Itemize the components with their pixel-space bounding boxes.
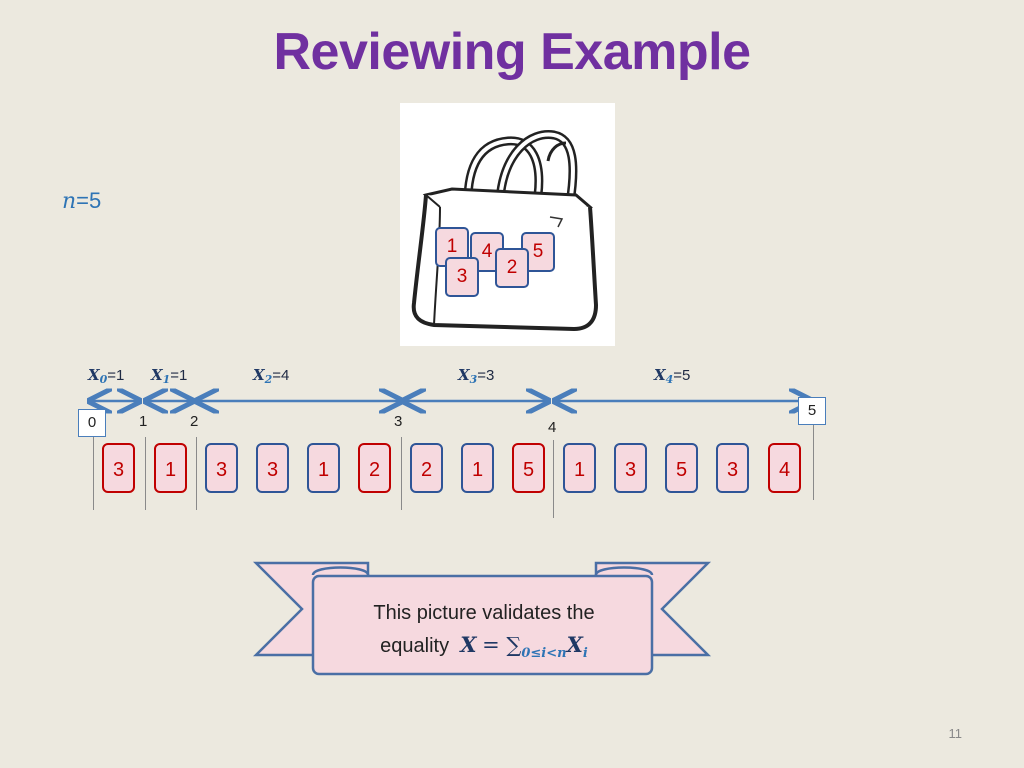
sequence-card: 5 [665,443,698,493]
x2-label: X2=4 [253,366,290,386]
index-1: 1 [139,413,148,430]
sequence-card: 3 [614,443,647,493]
n-value: =5 [76,188,102,213]
equation-sum: = ∑ [482,633,522,657]
sequence-card: 3 [102,443,135,493]
bag-card-3: 3 [445,257,479,297]
divider-5 [813,425,814,500]
banner-caption: This picture validates the equality X = … [316,598,652,669]
slide-title: Reviewing Example [273,23,751,81]
sequence-card: 1 [563,443,596,493]
x3-label: X3=3 [458,366,495,386]
divider-4 [553,440,554,518]
sequence-card: 2 [358,443,391,493]
x0-label: X0=1 [88,366,125,386]
sequence-card: 3 [256,443,289,493]
page-number: 11 [948,726,963,741]
equation-term-sub: i [582,646,588,661]
x4-label: X4=5 [654,366,691,386]
bag-illustration: 1 4 5 2 3 [400,103,615,346]
n-equals-label: n=5 [62,188,101,214]
sequence-card: 4 [768,443,801,493]
equation-sum-range: 0≤i<n [521,646,567,661]
n-variable: n [62,189,77,214]
sequence-card: 5 [512,443,545,493]
banner-line-2: equality X = ∑0≤i<nXi [380,632,588,661]
sequence-card: 1 [461,443,494,493]
equation-term: X [566,632,583,657]
divider-1 [145,437,146,510]
divider-3 [401,437,402,510]
banner-line-1: This picture validates the [373,602,595,624]
sequence-card: 1 [154,443,187,493]
sequence-card: 2 [410,443,443,493]
divider-0 [93,437,94,510]
sequence-card: 1 [307,443,340,493]
index-4: 4 [548,419,557,436]
sequence-card: 3 [205,443,238,493]
sequence-card: 3 [716,443,749,493]
index-0: 0 [78,409,106,437]
index-5: 5 [798,397,826,425]
divider-2 [196,437,197,510]
x1-label: X1=1 [151,366,188,386]
bag-card-2: 2 [495,248,529,288]
equation-lhs: X [460,632,477,657]
index-2: 2 [190,413,199,430]
index-3: 3 [394,413,403,430]
